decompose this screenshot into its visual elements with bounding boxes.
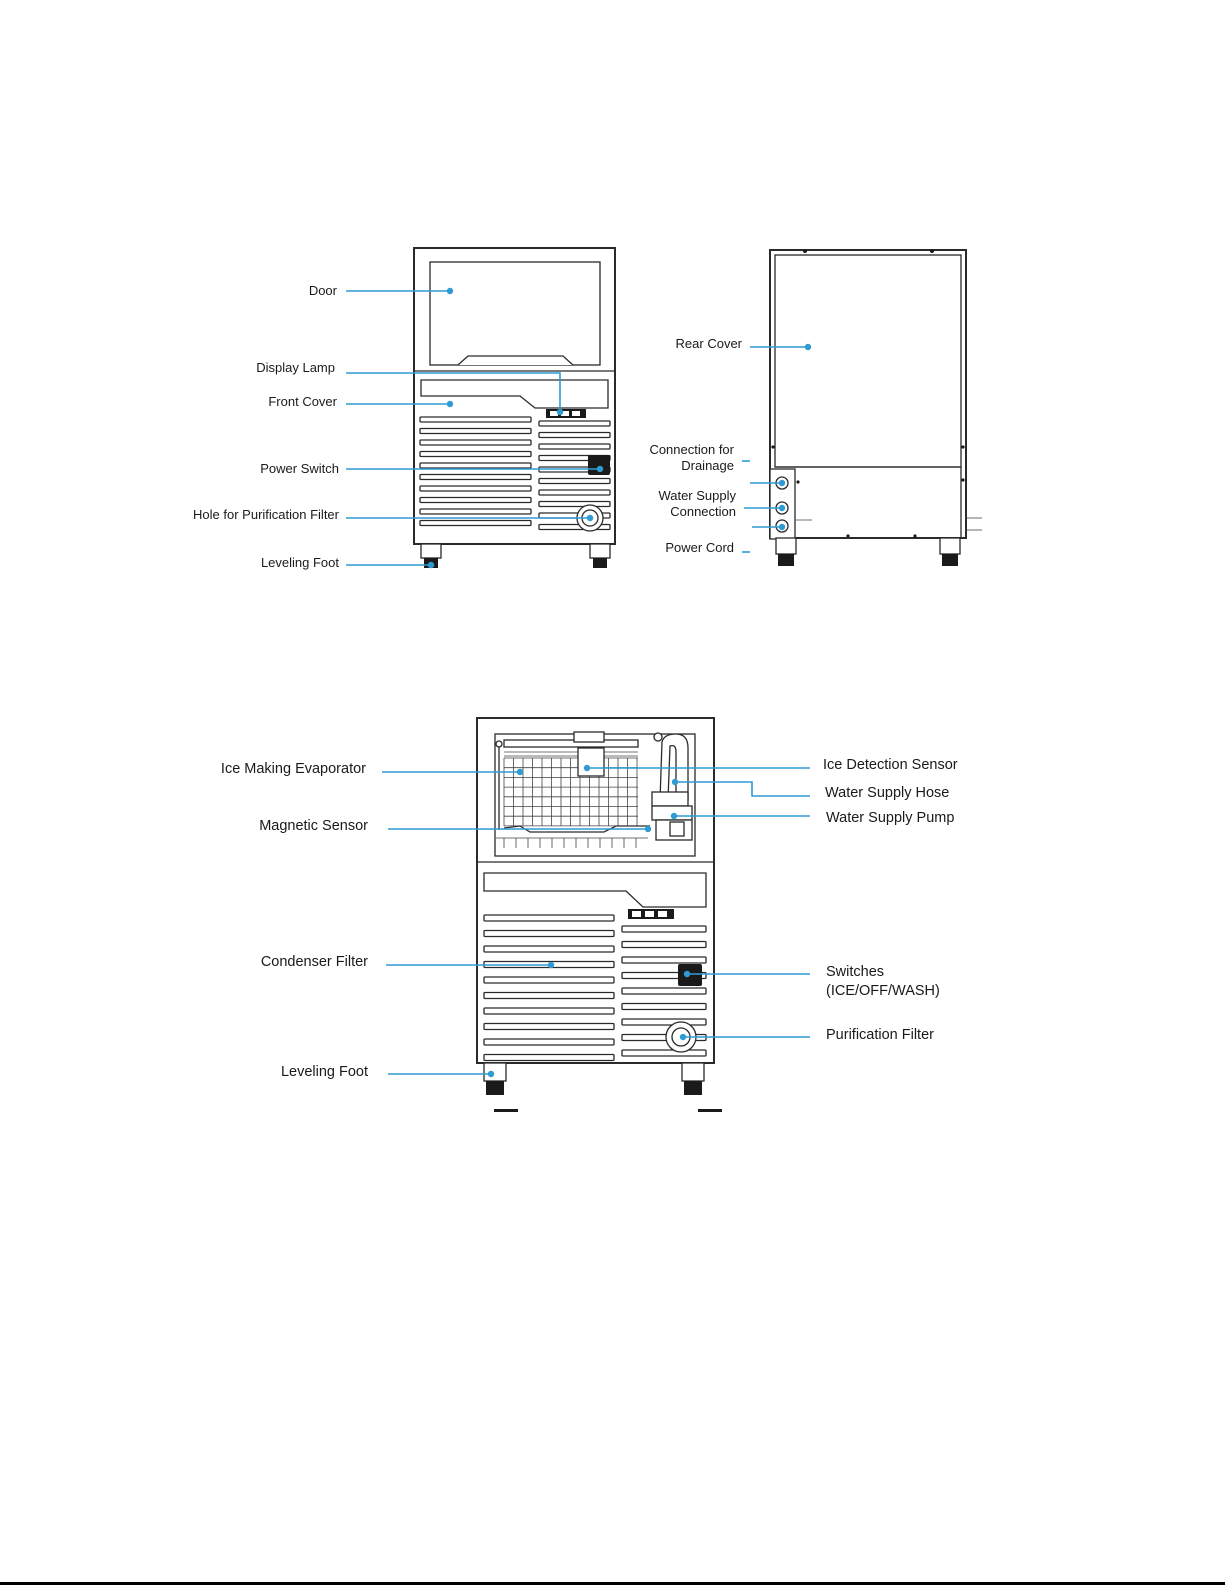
vent-slat <box>483 976 615 984</box>
callout-drainage: Connection for Drainage <box>649 442 786 487</box>
label-purification-filter: Purification Filter <box>826 1027 934 1043</box>
callout-magnetic-sensor: Magnetic Sensor <box>259 818 652 834</box>
label-condenser-filter: Condenser Filter <box>261 954 368 970</box>
vent-slat <box>621 1018 707 1026</box>
front-view: Door Display Lamp Front Cover Power Swit… <box>193 247 616 570</box>
callout-leveling-foot-front: Leveling Foot <box>261 555 435 570</box>
rear-unit-drawing <box>769 249 982 566</box>
vent-slat <box>419 485 532 492</box>
vent-slat <box>419 496 532 504</box>
vent-slat <box>621 987 707 995</box>
vent-slat <box>621 940 707 949</box>
label-rear-cover: Rear Cover <box>676 336 743 351</box>
vent-slat <box>483 914 615 922</box>
callout-purification-hole: Hole for Purification Filter <box>193 507 594 522</box>
interior-view: Ice Making Evaporator Magnetic Sensor Co… <box>221 717 958 1112</box>
label-door: Door <box>309 283 338 298</box>
label-power-cord: Power Cord <box>665 540 734 555</box>
interior-unit-drawing <box>476 717 722 1112</box>
front-unit-drawing <box>413 247 616 568</box>
label-leveling-foot-interior: Leveling Foot <box>281 1064 368 1080</box>
vent-slat <box>419 462 532 469</box>
label-water-supply-hose: Water Supply Hose <box>825 785 949 801</box>
label-switches-line1: Switches <box>826 964 884 980</box>
vent-slat <box>419 439 532 446</box>
callout-water-supply-connection: Water Supply Connection <box>658 488 786 519</box>
label-ice-detection-sensor: Ice Detection Sensor <box>823 757 958 773</box>
label-water-supply-line1: Water Supply <box>658 488 736 503</box>
label-purification-hole: Hole for Purification Filter <box>193 507 340 522</box>
callout-water-supply-pump: Water Supply Pump <box>670 810 954 826</box>
callout-switches: Switches (ICE/OFF/WASH) <box>683 964 940 999</box>
vent-slat <box>419 508 532 515</box>
label-water-supply-line2: Connection <box>670 504 736 519</box>
vent-slat <box>419 519 532 527</box>
label-water-supply-pump: Water Supply Pump <box>826 810 954 826</box>
vent-slat <box>621 925 707 933</box>
callout-condenser-filter: Condenser Filter <box>261 954 555 970</box>
vent-slat <box>621 956 707 964</box>
vent-slat <box>483 1022 615 1031</box>
label-evaporator: Ice Making Evaporator <box>221 761 366 777</box>
callout-leveling-foot-interior: Leveling Foot <box>281 1064 495 1080</box>
label-power-switch: Power Switch <box>260 461 339 476</box>
vent-slat <box>538 477 611 485</box>
callout-front-cover: Front Cover <box>268 394 454 409</box>
callout-ice-detection-sensor: Ice Detection Sensor <box>583 757 958 773</box>
vent-slat <box>483 991 615 1000</box>
vent-slat <box>538 500 611 508</box>
vent-slat <box>483 1007 615 1015</box>
vent-slat <box>621 1049 707 1057</box>
callout-water-supply-hose: Water Supply Hose <box>671 778 949 801</box>
label-leveling-foot-front: Leveling Foot <box>261 555 339 570</box>
vent-slat <box>419 416 532 423</box>
callout-rear-cover: Rear Cover <box>676 336 812 351</box>
callout-display-lamp: Display Lamp <box>256 360 564 416</box>
callout-door: Door <box>309 283 454 298</box>
page-bottom-rule <box>0 1582 1225 1585</box>
vent-slat <box>483 929 615 938</box>
rear-view: Rear Cover Connection for Drainage Water… <box>649 249 982 566</box>
vent-slat <box>621 1002 707 1011</box>
callout-purification-filter: Purification Filter <box>679 1027 934 1043</box>
label-drainage-line2: Drainage <box>681 458 734 473</box>
callout-power-switch: Power Switch <box>260 461 604 476</box>
vent-slat <box>483 945 615 953</box>
vent-slat <box>419 450 532 458</box>
vent-slat <box>483 1038 615 1046</box>
label-switches-line2: (ICE/OFF/WASH) <box>826 983 940 999</box>
label-front-cover: Front Cover <box>268 394 337 409</box>
vent-slat <box>538 420 611 427</box>
label-display-lamp: Display Lamp <box>256 360 335 375</box>
vent-slat <box>419 473 532 481</box>
vent-slat <box>538 489 611 496</box>
vent-slat <box>538 443 611 450</box>
label-magnetic-sensor: Magnetic Sensor <box>259 818 368 834</box>
callout-evaporator: Ice Making Evaporator <box>221 761 524 777</box>
callout-power-cord: Power Cord <box>665 523 786 555</box>
vent-slat <box>419 427 532 435</box>
vent-slat <box>538 431 611 439</box>
label-drainage-line1: Connection for <box>649 442 734 457</box>
vent-slat <box>483 1053 615 1062</box>
